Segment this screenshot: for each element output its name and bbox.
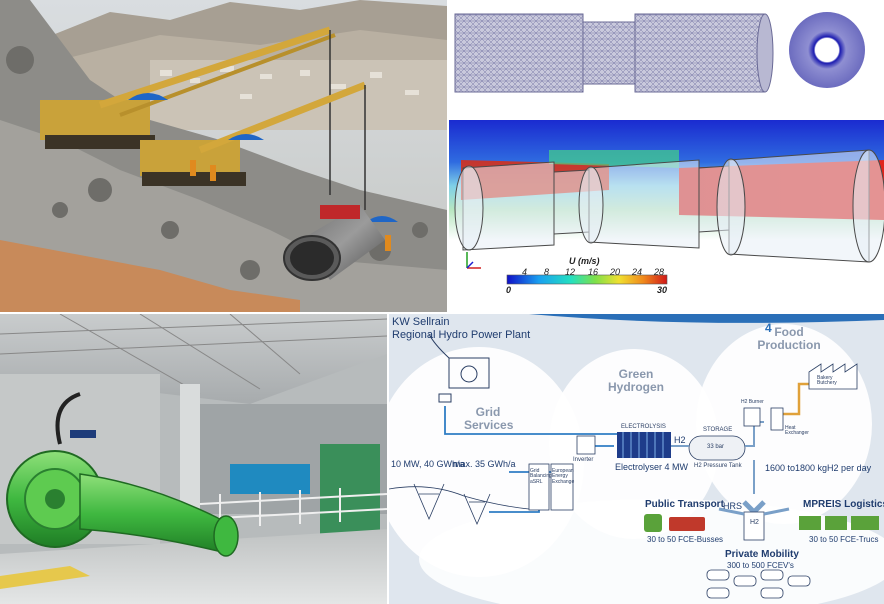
heat-exchanger-icon <box>770 407 784 431</box>
colorbar-tick: 16 <box>588 267 599 277</box>
bus-icon <box>644 514 705 532</box>
hydrogen-process-diagram: KW Sellrain Regional Hydro Power Plant 4… <box>389 314 884 604</box>
daily-production-label: 1600 to1800 kgH2 per day <box>765 463 872 473</box>
inverter-label: Inverter <box>573 457 594 463</box>
energy-exchange-label: European Energy Exchange <box>552 468 575 485</box>
bakery-label: Bakery Butchery <box>817 375 837 387</box>
dispenser-h2-label: H2 <box>750 519 759 526</box>
slide-number: 4 <box>765 321 772 335</box>
pipe-geometry <box>454 149 884 263</box>
mesh-pipe-model <box>454 13 774 93</box>
axis-triad-icon <box>466 252 481 269</box>
pipeline-construction-photo <box>0 0 447 312</box>
cfd-simulation-panel: U (m/s) 4 8 12 16 20 24 28 0 30 <box>449 0 884 312</box>
pipelayer-crane <box>40 26 336 195</box>
turbine-hall-illustration <box>0 314 387 604</box>
grid-balancing-label: Grid Balancing aSRL <box>530 468 552 485</box>
car-icons <box>706 569 811 599</box>
electrolyser-icon <box>617 432 671 458</box>
bakery-factory-icon <box>808 363 858 390</box>
colorbar-title: U (m/s) <box>569 256 600 266</box>
h2-burner-label: H2 Burner <box>741 399 764 405</box>
colorbar-tick: 4 <box>522 267 528 277</box>
colorbar-tick: 20 <box>610 267 621 277</box>
truck-icons <box>799 516 879 530</box>
colorbar-tick: 12 <box>565 267 576 277</box>
ceiling-beams <box>0 314 387 395</box>
pressure-tank-label: H2 Pressure Tank <box>694 463 742 469</box>
pressure-tank-icon <box>688 435 746 461</box>
plant-title: KW Sellrain <box>392 316 450 328</box>
turbine-hall-photo <box>0 314 387 604</box>
colorbar-min: 0 <box>506 285 512 295</box>
h2-burner-icon <box>743 407 761 427</box>
heat-exchanger-label: Heat Exchanger <box>785 425 809 437</box>
busses-label: 30 to 50 FCE-Busses <box>647 535 724 544</box>
process-diagram-graphics <box>389 314 884 604</box>
power-lines-icon <box>389 483 530 526</box>
fcevs-label: 300 to 500 FCEV's <box>727 561 794 570</box>
green-hydrogen-heading: Green Hydrogen <box>607 367 664 394</box>
hrs-label: HRS <box>723 501 743 511</box>
colorbar-tick: 24 <box>632 267 643 277</box>
pipelayer-crane-second <box>140 81 367 210</box>
food-production-bubble <box>696 324 872 524</box>
steel-pipe <box>283 205 385 281</box>
green-turbine <box>6 450 239 557</box>
electrolyser-capacity: Electrolyser 4 MW <box>615 462 689 472</box>
storage-label: STORAGE <box>703 427 733 433</box>
public-transport-heading: Public Transport <box>645 499 724 510</box>
power-output-label: 10 MW, 40 GWh/a <box>391 459 465 469</box>
cfd-visualization <box>449 12 884 300</box>
logistics-heading: MPREIS Logistics <box>803 499 884 510</box>
private-mobility-heading: Private Mobility <box>725 549 799 560</box>
hydro-plant-icon <box>428 333 490 403</box>
inverter-box <box>576 435 596 455</box>
pipeline-construction-illustration <box>0 0 447 312</box>
grid-balancing-box <box>528 463 550 511</box>
colorbar-tick: 8 <box>544 267 550 277</box>
grid-services-heading: Grid Services <box>464 405 514 432</box>
energy-exchange-box <box>550 463 574 511</box>
plant-subtitle: Regional Hydro Power Plant <box>392 329 531 341</box>
electrolysis-label: ELECTROLYSIS <box>621 424 666 430</box>
colorbar-max: 30 <box>657 285 668 295</box>
velocity-colorbar <box>506 274 668 285</box>
max-energy-label: max. 35 GWh/a <box>453 459 516 469</box>
hydrogen-label: H2 <box>674 435 686 445</box>
trucks-label: 30 to 50 FCE-Trucs <box>809 535 879 544</box>
tank-pressure: 33 bar <box>707 444 725 450</box>
hydrogen-dispenser-icon <box>718 500 790 541</box>
colorbar-tick: 28 <box>654 267 665 277</box>
food-production-heading: Food Production <box>757 325 821 352</box>
heat-line <box>781 382 809 416</box>
